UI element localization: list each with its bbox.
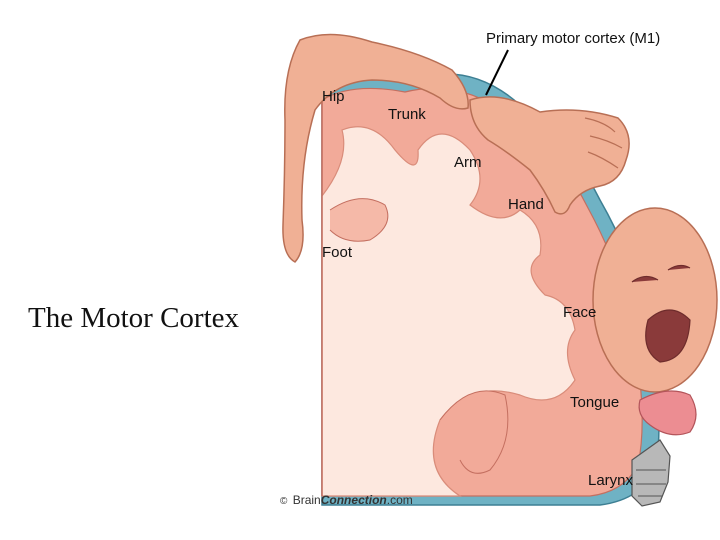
page-title: The Motor Cortex xyxy=(28,302,240,334)
credit-brand-b: Connection xyxy=(320,493,387,507)
sulcus-lower xyxy=(439,390,509,474)
m1-label: Primary motor cortex (M1) xyxy=(486,30,661,47)
foot-label: Foot xyxy=(322,244,353,261)
m1-pointer-line xyxy=(485,49,509,96)
credit-suffix: .com xyxy=(386,493,413,507)
face-head xyxy=(592,207,718,393)
larynx-label: Larynx xyxy=(588,472,634,489)
hip-label: Hip xyxy=(322,88,345,105)
credit-line: © BrainConnection.com xyxy=(280,494,413,507)
face-features xyxy=(631,264,691,363)
larynx-shape xyxy=(631,439,671,507)
trunk-label: Trunk xyxy=(388,106,426,123)
face-label: Face xyxy=(563,304,597,321)
copyright-symbol: © xyxy=(280,496,288,507)
hand-label: Hand xyxy=(508,196,544,213)
tongue-shape xyxy=(638,390,697,436)
tongue-label: Tongue xyxy=(570,394,620,411)
arm-label: Arm xyxy=(454,154,482,171)
sulcus-upper xyxy=(329,198,389,242)
hand-shape xyxy=(469,96,630,215)
leg-and-foot xyxy=(282,33,469,263)
finger-lines xyxy=(584,117,623,169)
credit-brand-a: Brain xyxy=(292,493,321,507)
